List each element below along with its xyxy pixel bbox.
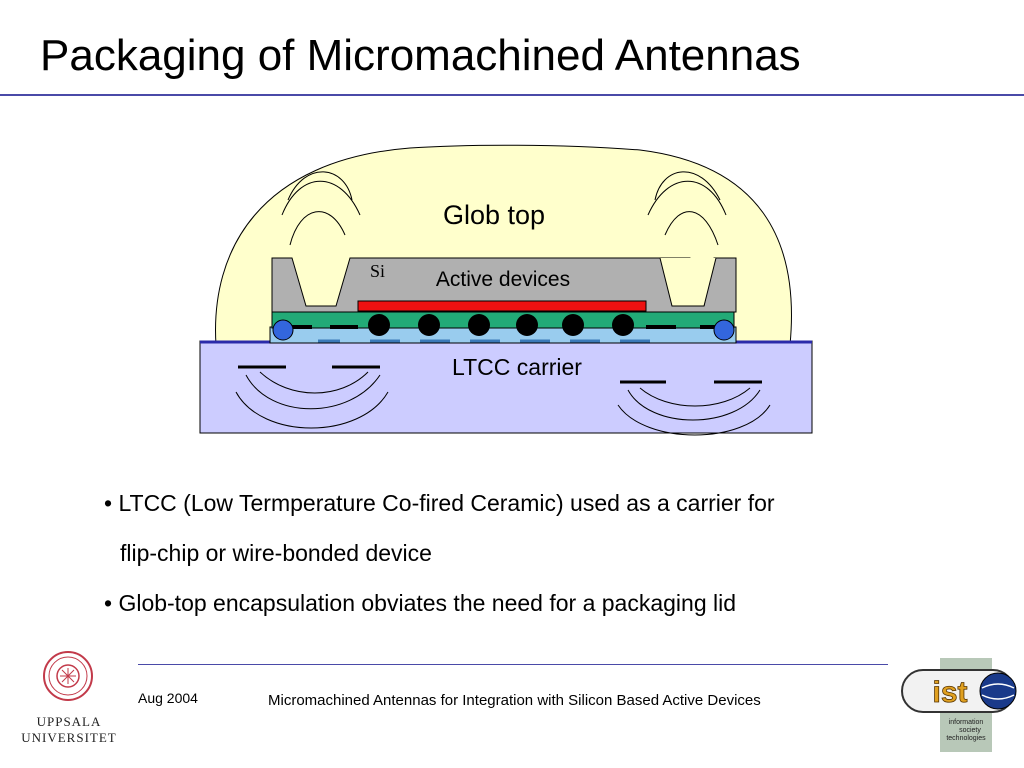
- footer-date: Aug 2004: [138, 690, 198, 706]
- antenna-dashes: [238, 365, 762, 384]
- title-divider: [0, 94, 1024, 96]
- si-cavity-right: [659, 257, 717, 307]
- uppsala-seal-icon: [43, 651, 93, 701]
- radiation-arcs-upper-right: [647, 171, 727, 246]
- bullet-1-line-1: • LTCC (Low Termperature Co-fired Cerami…: [104, 490, 775, 516]
- bump: [368, 314, 390, 336]
- active-device-strip: [357, 300, 647, 312]
- radiation-arcs-lower-left: [235, 371, 389, 429]
- ist-sub-2: society: [959, 727, 981, 734]
- edge-bump-left: [272, 319, 294, 341]
- ltcc-carrier: [199, 340, 813, 434]
- si-label: Si: [370, 261, 385, 281]
- radiation-arcs-lower-right: [617, 387, 771, 436]
- ist-logo-text: ist: [932, 676, 967, 709]
- ltcc-carrier-label: LTCC carrier: [452, 354, 582, 380]
- bullet-2: • Glob-top encapsulation obviates the ne…: [104, 590, 737, 616]
- ist-logo-icon: ist information society technologies: [901, 658, 1017, 752]
- footer-text: Micromachined Antennas for Integration w…: [268, 692, 761, 709]
- bullet-list: • LTCC (Low Termperature Co-fired Cerami…: [104, 478, 775, 628]
- radiation-arcs-upper-left: [281, 171, 361, 246]
- glob-top-label: Glob top: [443, 200, 545, 230]
- bullet-1-line-2: flip-chip or wire-bonded device: [120, 540, 432, 566]
- bump: [516, 314, 538, 336]
- bump: [418, 314, 440, 336]
- footer-divider: [138, 664, 888, 665]
- bump: [612, 314, 634, 336]
- active-devices-label: Active devices: [436, 268, 570, 291]
- ist-sub-1: information: [949, 719, 984, 726]
- uppsala-line-2: UNIVERSITET: [21, 730, 117, 745]
- uppsala-line-1: UPPSALA: [36, 714, 102, 729]
- uppsala-name: UPPSALA UNIVERSITET: [14, 714, 124, 746]
- ist-sub-3: technologies: [946, 735, 986, 742]
- solder-bumps: [368, 314, 634, 336]
- edge-bump-right: [713, 319, 735, 341]
- slide-title: Packaging of Micromachined Antennas: [40, 31, 801, 80]
- bump: [468, 314, 490, 336]
- bump: [562, 314, 584, 336]
- packaging-diagram: Glob top Si Active devices LTCC carrier: [199, 144, 813, 436]
